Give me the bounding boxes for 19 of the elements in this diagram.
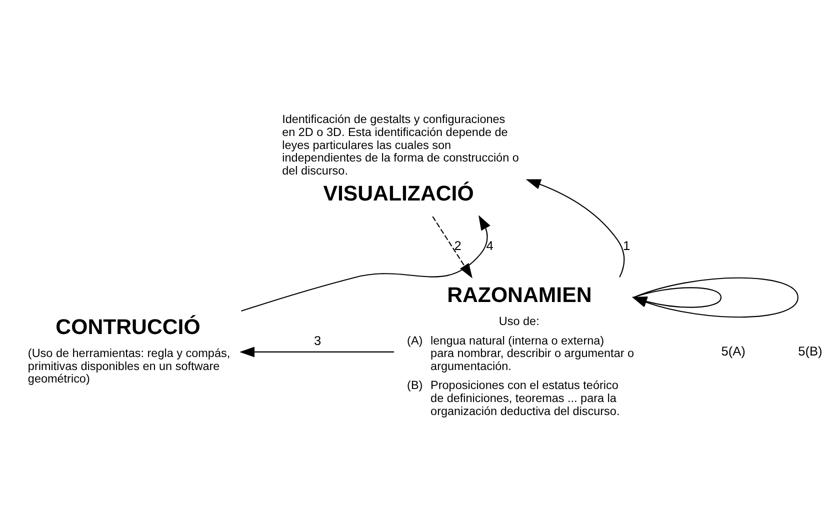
node-label: Identificación de gestalts y configuraciones en 2D o 3D. Esta identificación depende de leyes particulares las cuales son independientes de la forma de construcción o del discurso. <box>282 112 519 177</box>
edge-label: 4 <box>486 238 494 253</box>
edge-label: 5(B) <box>798 342 822 358</box>
arrow <box>241 214 490 312</box>
node-text: RAZONAMIEN <box>447 282 592 306</box>
arrow <box>526 178 625 277</box>
node-label: (B) <box>407 378 423 392</box>
node-text: VISUALIZACIÓ <box>323 180 474 205</box>
node-label: (Uso de herramientas: regla y compás, primitivas disponibles en un software geométrico) <box>28 346 230 386</box>
node-label: Uso de: <box>498 314 540 328</box>
edge-label: 1 <box>622 238 630 253</box>
node-label: Proposiciones con el estatus teórico de definiciones, teoremas ... para la organización deductiva del discurso. <box>430 378 620 418</box>
edge-label: 3 <box>314 332 322 348</box>
edge-label: 2 <box>454 238 462 253</box>
edge-label: 5(A) <box>721 342 746 358</box>
node-label: (A) <box>407 334 423 347</box>
arrow <box>240 346 394 357</box>
node-label: lengua natural (interna o externa) para nombrar, describir o argumentar o argumentación. <box>430 334 634 372</box>
node-text: CONTRUCCIÓ <box>56 314 200 338</box>
